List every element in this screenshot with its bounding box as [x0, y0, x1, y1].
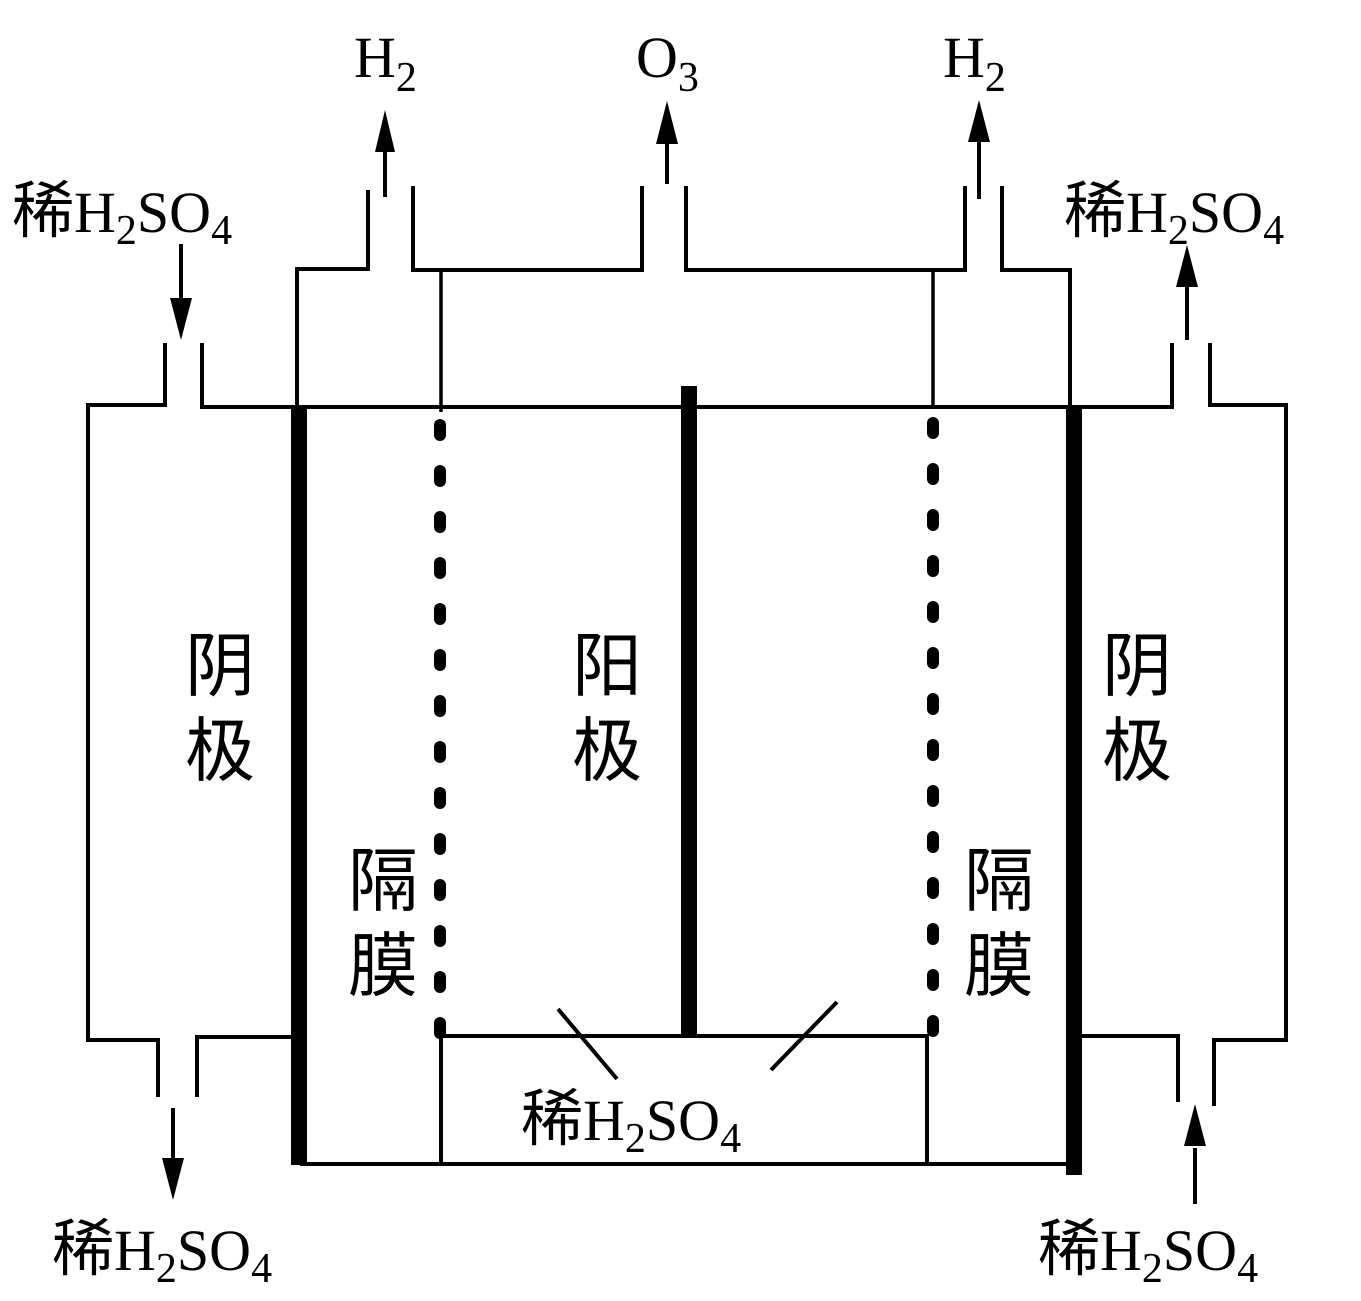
- left-outer-chamber-inner-wall: [200, 343, 296, 409]
- acid-label-bottom-left: 稀H2SO4: [52, 1212, 272, 1292]
- right-cathode-plate: [1066, 407, 1082, 1175]
- cathode-left-label-2: 极: [185, 710, 255, 792]
- membrane-segment: [434, 603, 446, 625]
- anode-label-1: 阳: [572, 625, 642, 707]
- membrane-right-label-2: 膜: [964, 925, 1034, 1007]
- acid-label-center: 稀H2SO4: [521, 1082, 741, 1162]
- cathode-right-label-2: 极: [1102, 710, 1172, 792]
- membrane-segment: [927, 601, 939, 623]
- o3-out-arrow-icon: [656, 101, 678, 184]
- right-h2-outlet-wall-inner: [684, 186, 967, 272]
- left-outer-chamber-bottom-wall: [195, 1035, 296, 1097]
- membrane-segment: [927, 509, 939, 531]
- acid-pointer-left: [556, 1007, 619, 1081]
- membrane-segment: [434, 511, 446, 533]
- h2-left-label: H2: [354, 25, 417, 101]
- membrane-segment: [434, 925, 446, 947]
- acid-pointer-right: [769, 1000, 839, 1072]
- membrane-segment: [434, 1017, 446, 1039]
- acid-out-bottom-left-arrow-icon: [162, 1108, 184, 1200]
- membrane-segment: [927, 969, 939, 991]
- h2-left-out-arrow-icon: [375, 110, 395, 197]
- anode-plate: [681, 386, 697, 1036]
- acid-label-top-left: 稀H2SO4: [12, 174, 232, 254]
- membrane-left-label-2: 膜: [348, 925, 418, 1007]
- right-h2-outlet-wall-outer: [1000, 186, 1072, 407]
- membrane-segment: [927, 785, 939, 807]
- left-h2-outlet-wall-outer: [295, 190, 370, 407]
- membrane-segment: [927, 923, 939, 945]
- membrane-segment: [434, 971, 446, 993]
- membrane-left-label-1: 隔: [348, 840, 418, 922]
- left-membrane: [434, 419, 446, 1039]
- left-outer-chamber-wall: [86, 343, 167, 1097]
- membrane-segment: [927, 555, 939, 577]
- membrane-segment: [927, 693, 939, 715]
- right-outer-chamber-inner-wall: [1074, 343, 1174, 409]
- h2-right-out-arrow-icon: [968, 100, 990, 199]
- membrane-segment: [434, 741, 446, 763]
- bottom-acid-chamber: [439, 1034, 929, 1164]
- membrane-segment: [434, 419, 446, 441]
- membrane-segment: [434, 833, 446, 855]
- acid-out-top-right-arrow-icon: [1176, 245, 1198, 340]
- right-outer-chamber-wall: [1208, 343, 1288, 1106]
- membrane-segment: [434, 465, 446, 487]
- anode-label-2: 极: [572, 710, 642, 792]
- acid-label-bottom-right: 稀H2SO4: [1038, 1212, 1258, 1292]
- membrane-segment: [434, 695, 446, 717]
- membrane-segment: [927, 877, 939, 899]
- membrane-segment: [434, 879, 446, 901]
- membrane-segment: [927, 647, 939, 669]
- acid-label-top-right: 稀H2SO4: [1064, 174, 1284, 254]
- membrane-segment: [927, 463, 939, 485]
- h2-right-label: H2: [943, 25, 1006, 101]
- membrane-segment: [434, 787, 446, 809]
- membrane-segment: [927, 1015, 939, 1037]
- acid-in-bottom-right-arrow-icon: [1184, 1104, 1206, 1204]
- acid-in-top-left-arrow-icon: [170, 244, 192, 340]
- membrane-segment: [434, 649, 446, 671]
- left-h2-outlet-wall-inner: [411, 186, 644, 272]
- membrane-segment: [434, 557, 446, 579]
- membrane-segment: [927, 831, 939, 853]
- left-cathode-plate: [291, 407, 307, 1165]
- membrane-segment: [927, 739, 939, 761]
- o3-label: O3: [636, 25, 699, 101]
- right-membrane: [927, 417, 939, 1037]
- membrane-right-label-1: 隔: [964, 840, 1034, 922]
- cathode-left-label-1: 阴: [185, 625, 255, 707]
- cathode-right-label-1: 阴: [1102, 625, 1172, 707]
- membrane-segment: [927, 417, 939, 439]
- right-outer-chamber-bottom-wall: [1074, 1034, 1180, 1102]
